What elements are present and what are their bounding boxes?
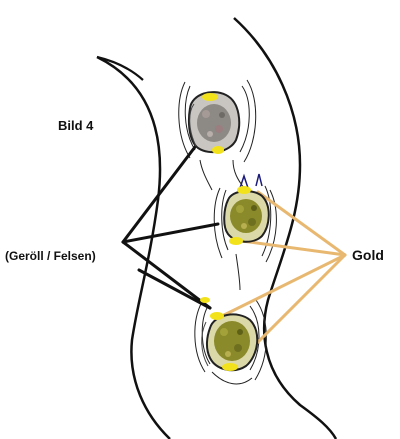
gold-deposit-bottom (200, 297, 238, 371)
rock-top (188, 91, 241, 154)
gold-deposit-top (202, 93, 224, 154)
figure-label: Bild 4 (58, 118, 94, 133)
right-riverbank (233, 17, 338, 439)
gold-pointer-lines (216, 190, 347, 356)
flow-arrow-right (255, 173, 263, 187)
flow-arrow-left (239, 173, 249, 189)
flow-lines-top (178, 79, 257, 191)
flow-lines-middle (213, 185, 277, 291)
rock-bottom (201, 313, 259, 372)
gold-label: Gold (352, 247, 384, 263)
rocks-pointer-lines (121, 141, 220, 310)
rock-middle (223, 190, 270, 243)
rocks-label: (Geröll / Felsen) (5, 249, 96, 263)
gold-deposit-middle (229, 186, 251, 245)
left-riverbank (96, 55, 171, 439)
left-riverbank-top (96, 55, 144, 81)
